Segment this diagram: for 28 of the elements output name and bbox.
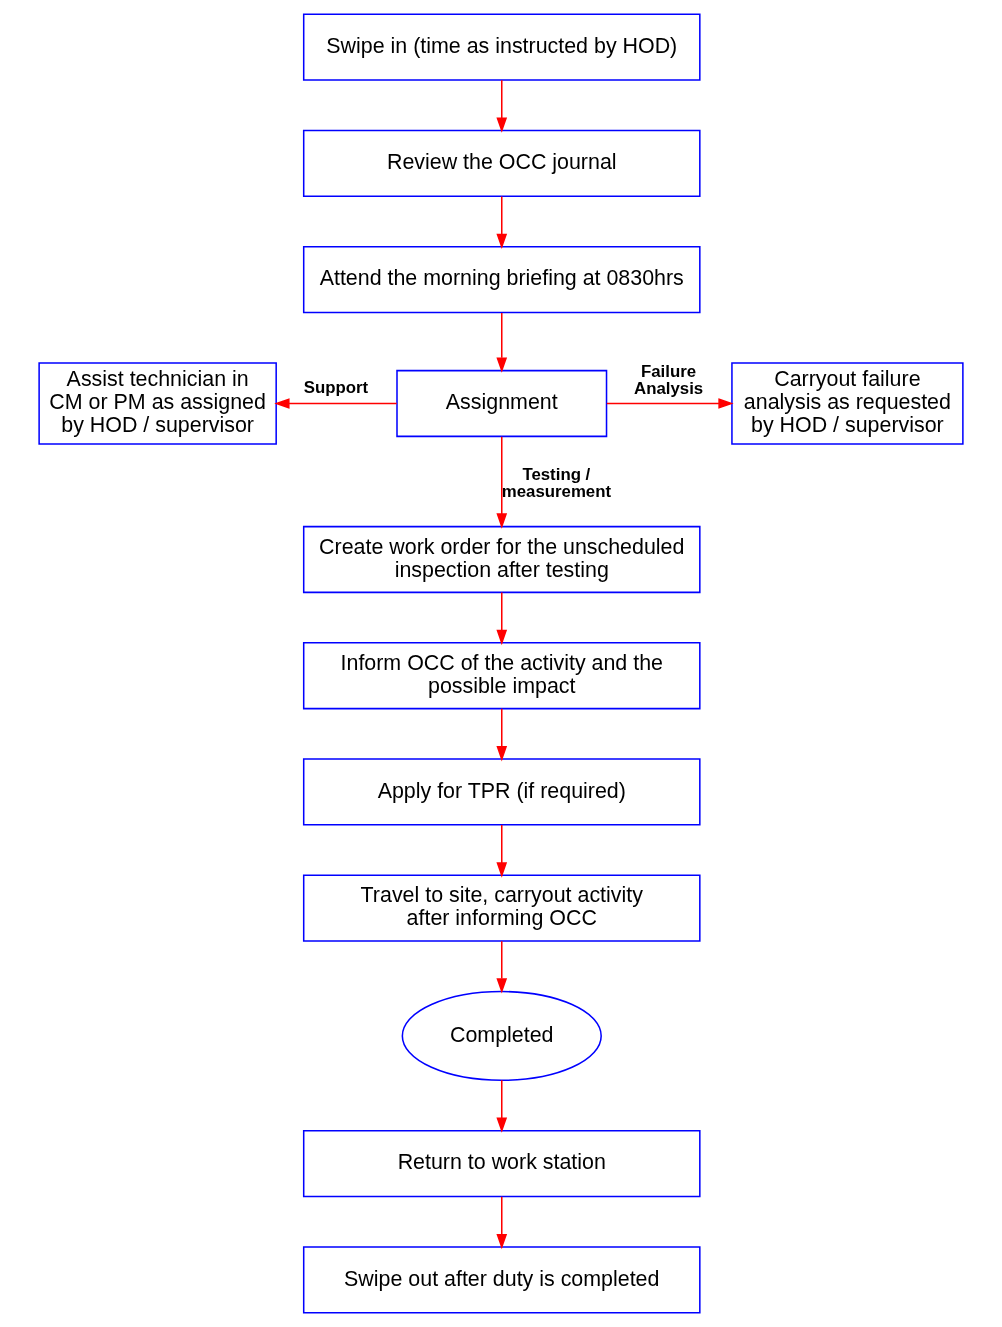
node-box: Swipe in (time as instructed by HOD) xyxy=(302,13,701,81)
arrow xyxy=(496,312,508,373)
node-box: Travel to site, carryout activity after informing OCC xyxy=(302,874,701,942)
arrow xyxy=(496,1195,508,1250)
arrow xyxy=(496,1079,508,1133)
edge-label: Failure Analysis xyxy=(634,362,704,399)
arrow xyxy=(496,79,508,133)
node-ellipse: Completed xyxy=(401,990,602,1082)
node-box: Inform OCC of the activity and the possible impact xyxy=(302,642,701,710)
node-box: Assignment xyxy=(396,369,608,438)
edge-label: Testing / measurement xyxy=(501,465,612,502)
arrow xyxy=(606,398,734,409)
node-box: Carryout failure analysis as requested by HOD / supervisor xyxy=(731,362,964,445)
node-box: Review the OCC journal xyxy=(302,129,701,198)
arrow xyxy=(496,940,508,994)
node-box: Attend the morning briefing at 0830hrs xyxy=(302,245,701,314)
arrow xyxy=(496,435,508,529)
arrow xyxy=(496,195,508,250)
edge-label: Support xyxy=(303,377,369,397)
arrow xyxy=(496,824,508,878)
node-box: Return to work station xyxy=(302,1129,701,1198)
arrow xyxy=(496,591,508,646)
node-box: Assist technician in CM or PM as assigned by HOD / supervisor xyxy=(38,362,277,445)
node-box: Swipe out after duty is completed xyxy=(302,1246,701,1314)
arrow xyxy=(496,708,508,762)
node-box: Create work order for the unscheduled inspection after testing xyxy=(302,525,701,594)
node-box: Apply for TPR (if required) xyxy=(302,758,701,826)
arrow xyxy=(274,398,398,409)
